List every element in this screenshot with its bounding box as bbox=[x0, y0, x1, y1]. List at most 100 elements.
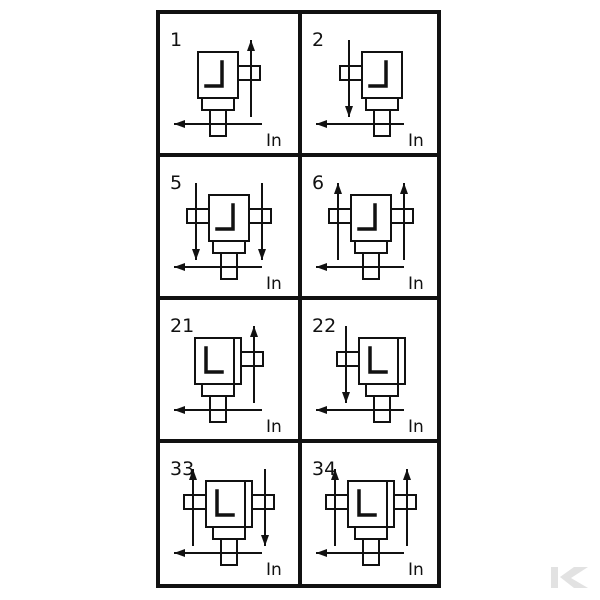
logo-chevron bbox=[560, 567, 588, 588]
rotation-arrow-up-icon bbox=[250, 326, 258, 403]
rotation-arrow-up-icon bbox=[189, 469, 197, 546]
input-direction-arrow-icon bbox=[316, 263, 404, 271]
input-direction-arrow-icon bbox=[174, 120, 262, 128]
output-shaft-right bbox=[237, 65, 261, 81]
gearbox-housing bbox=[197, 51, 239, 99]
configuration-number: 1 bbox=[170, 29, 182, 51]
rotation-arrow-up-icon bbox=[403, 469, 411, 546]
rotation-arrow-down-icon bbox=[192, 183, 200, 260]
output-shaft-right bbox=[251, 494, 275, 510]
rotation-arrow-up-icon bbox=[400, 183, 408, 260]
rotation-arrow-head bbox=[342, 392, 350, 403]
input-label: In bbox=[408, 560, 424, 580]
output-shaft-left bbox=[183, 494, 207, 510]
output-shaft-right bbox=[390, 208, 414, 224]
output-shaft-left bbox=[186, 208, 210, 224]
input-label: In bbox=[408, 274, 424, 294]
configuration-cell-6: 6In bbox=[312, 172, 424, 294]
housing-neck bbox=[365, 383, 399, 397]
configuration-cell-2: 2In bbox=[312, 29, 424, 151]
input-arrow-head bbox=[174, 549, 185, 557]
angle-mark-icon bbox=[368, 60, 388, 88]
input-direction-arrow-icon bbox=[174, 263, 262, 271]
output-shaft-right bbox=[393, 494, 417, 510]
output-shaft-left bbox=[328, 208, 352, 224]
input-direction-arrow-icon bbox=[174, 406, 262, 414]
gearbox-housing bbox=[361, 51, 403, 99]
angle-mark-icon bbox=[357, 203, 377, 231]
input-direction-arrow-icon bbox=[316, 120, 404, 128]
input-direction-arrow-icon bbox=[316, 406, 404, 414]
configuration-cell-5: 5In bbox=[170, 172, 282, 294]
configuration-number: 22 bbox=[312, 315, 336, 337]
configuration-number: 6 bbox=[312, 172, 324, 194]
output-shaft-left bbox=[339, 65, 363, 81]
input-direction-arrow-icon bbox=[174, 549, 262, 557]
angle-mark-icon bbox=[215, 489, 235, 517]
input-label: In bbox=[408, 131, 424, 151]
housing-neck bbox=[365, 97, 399, 111]
output-shaft-left bbox=[336, 351, 360, 367]
angle-mark-icon bbox=[357, 489, 377, 517]
rotation-arrow-head bbox=[192, 249, 200, 260]
input-arrow-head bbox=[316, 263, 327, 271]
angle-mark-icon bbox=[204, 60, 224, 88]
input-label: In bbox=[266, 417, 282, 437]
rotation-arrow-head bbox=[258, 249, 266, 260]
rotation-arrow-head bbox=[334, 183, 342, 194]
angle-mark-icon bbox=[215, 203, 235, 231]
input-arrow-head bbox=[316, 549, 327, 557]
rotation-arrow-down-icon bbox=[261, 469, 269, 546]
configuration-number: 5 bbox=[170, 172, 182, 194]
input-arrow-head bbox=[174, 406, 185, 414]
housing-neck bbox=[354, 526, 388, 540]
input-direction-arrow-icon bbox=[316, 549, 404, 557]
input-arrow-head bbox=[316, 120, 327, 128]
configuration-number: 2 bbox=[312, 29, 324, 51]
rotation-arrow-up-icon bbox=[334, 183, 342, 260]
rotation-arrow-head bbox=[247, 40, 255, 51]
input-label: In bbox=[266, 560, 282, 580]
logo-bar bbox=[551, 567, 558, 588]
housing-neck bbox=[354, 240, 388, 254]
gearbox-housing bbox=[350, 194, 392, 242]
rotation-arrow-up-icon bbox=[331, 469, 339, 546]
rotation-arrow-head bbox=[189, 469, 197, 480]
input-arrow-head bbox=[174, 263, 185, 271]
rotation-arrow-down-icon bbox=[345, 40, 353, 117]
kramp-k-logo-icon bbox=[551, 567, 588, 588]
input-arrow-head bbox=[174, 120, 185, 128]
rotation-arrow-head bbox=[403, 469, 411, 480]
configuration-number: 33 bbox=[170, 458, 194, 480]
gearbox-housing bbox=[208, 194, 250, 242]
housing-neck bbox=[212, 240, 246, 254]
configuration-number: 21 bbox=[170, 315, 194, 337]
input-label: In bbox=[266, 274, 282, 294]
angle-mark-icon bbox=[368, 346, 388, 374]
housing-neck bbox=[201, 97, 235, 111]
rotation-arrow-head bbox=[345, 106, 353, 117]
configuration-cell-1: 1In bbox=[170, 29, 282, 151]
angle-mark-icon bbox=[204, 346, 224, 374]
rotation-arrow-head bbox=[331, 469, 339, 480]
housing-neck bbox=[201, 383, 235, 397]
input-label: In bbox=[408, 417, 424, 437]
output-shaft-left bbox=[325, 494, 349, 510]
output-shaft-right bbox=[240, 351, 264, 367]
housing-neck bbox=[212, 526, 246, 540]
output-shaft-right bbox=[248, 208, 272, 224]
rotation-arrow-head bbox=[261, 535, 269, 546]
input-arrow-head bbox=[316, 406, 327, 414]
configuration-number: 34 bbox=[312, 458, 336, 480]
rotation-arrow-up-icon bbox=[247, 40, 255, 117]
rotation-arrow-head bbox=[250, 326, 258, 337]
rotation-arrow-down-icon bbox=[342, 326, 350, 403]
rotation-arrow-head bbox=[400, 183, 408, 194]
rotation-arrow-down-icon bbox=[258, 183, 266, 260]
